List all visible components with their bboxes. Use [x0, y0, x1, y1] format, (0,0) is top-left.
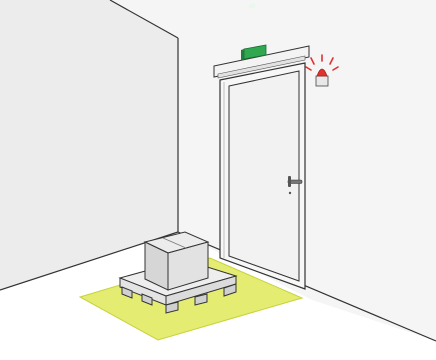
box: [145, 232, 208, 290]
door-leaf[interactable]: [229, 71, 299, 281]
door[interactable]: [220, 63, 305, 289]
keyhole: [289, 192, 291, 194]
